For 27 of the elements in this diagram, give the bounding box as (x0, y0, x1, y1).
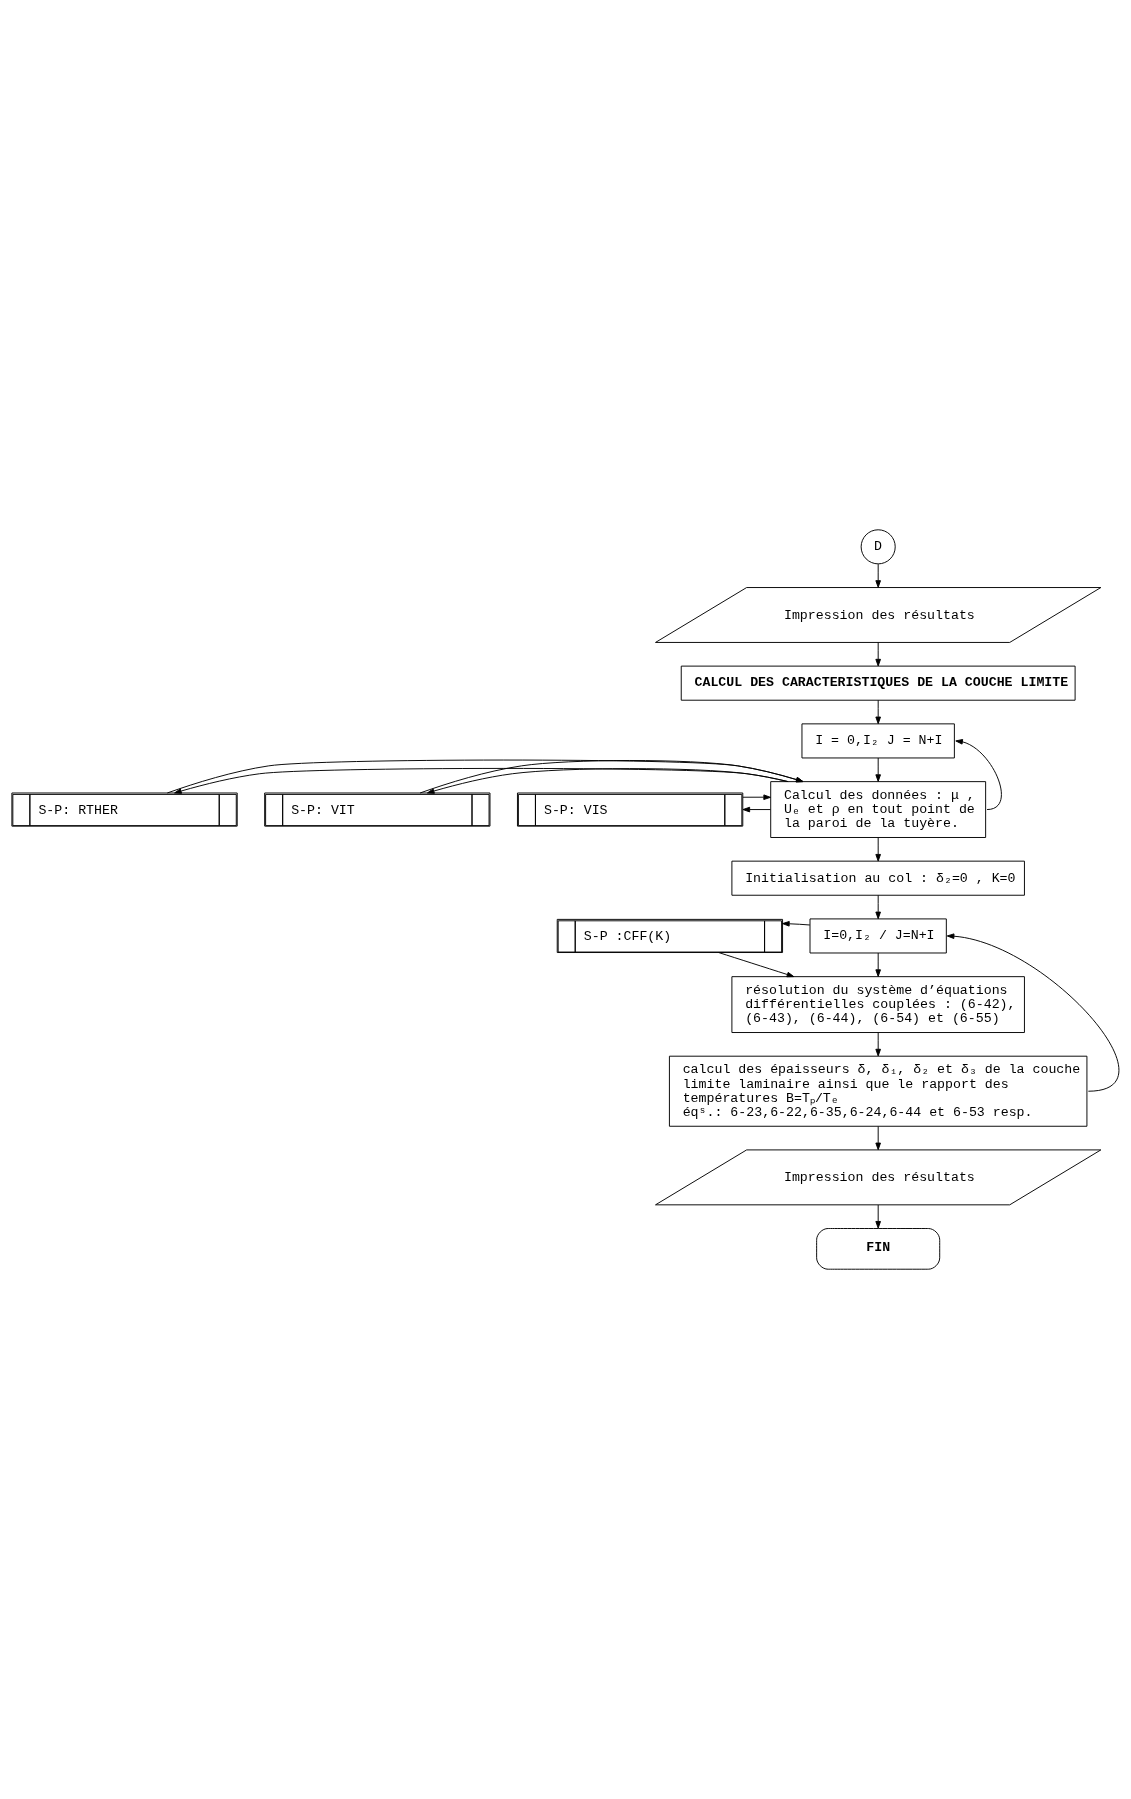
arrow (875, 1125, 881, 1151)
arrow (174, 767, 789, 794)
arrow (742, 794, 771, 800)
node-circle: D (860, 529, 896, 565)
arrow (946, 933, 1120, 1092)
arrow (166, 759, 804, 794)
arrow (875, 642, 881, 667)
node-box: FIN (816, 1228, 941, 1270)
arrow (875, 894, 881, 920)
arrow (875, 952, 881, 977)
arrow (875, 1032, 881, 1057)
arrow (875, 757, 881, 782)
node-box: I=0,I₂ / J=N+I (809, 918, 947, 954)
arrow (875, 837, 881, 862)
arrow (875, 699, 881, 725)
arrow (875, 563, 881, 588)
arrow (782, 921, 811, 927)
arrow (419, 760, 804, 794)
node-box: I = 0,I₂ J = N+I (801, 723, 955, 759)
arrow (875, 1204, 881, 1229)
node-box: calcul des épaisseurs δ, δ₁, δ₂ et δ₃ de la couche limite laminaire ainsi que le rapport des températures B=Tₚ/Tₑ éqˢ.: 6-23,6-22,6-35,6-24,6-44 et 6-53 resp. (668, 1055, 1088, 1127)
node-box: Calcul des données : μ , Uₑ et ρ en tout point de la paroi de la tuyère. (770, 781, 987, 838)
node-box: résolution du système d’équations différentielles couplées : (6-42), (6-43), (6-44), (6-54) et (6-55) (731, 976, 1025, 1033)
node-box: CALCUL DES CARACTERISTIQUES DE LA COUCHE LIMITE (680, 665, 1076, 701)
arrow (742, 806, 771, 813)
arrow (426, 768, 789, 794)
node-box: Initialisation au col : δ₂=0 , K=0 (731, 860, 1025, 896)
